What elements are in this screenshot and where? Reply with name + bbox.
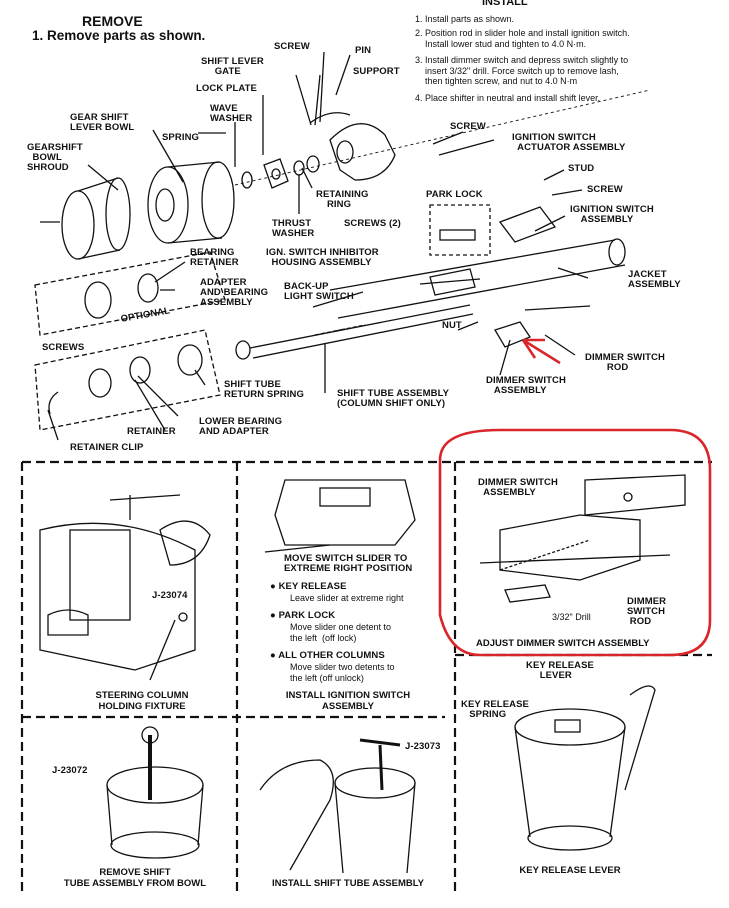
highlight-circle [438, 428, 712, 657]
dimmer-drill-label: 3/32" Drill [552, 612, 591, 622]
dimmer-rod-label: DIMMER SWITCH ROD [627, 596, 667, 627]
ignition-item-key-release-desc: Leave slider at extreme right [290, 593, 404, 603]
label-jacket-assembly: JACKET ASSEMBLY [628, 269, 681, 290]
ignition-slider-label: MOVE SWITCH SLIDER TO EXTREME RIGHT POSI… [284, 553, 413, 574]
ignition-item-park-lock-desc: Move slider one detent to the left (off … [290, 622, 392, 643]
label-pin: PIN [355, 45, 372, 56]
label-wave-washer: WAVE WASHER [210, 103, 253, 124]
install-step-1: 1. Install parts as shown. [415, 14, 515, 24]
ignition-item-park-lock-title: ● PARK LOCK [270, 610, 336, 621]
install-step-4: 4. Place shifter in neutral and install … [415, 93, 601, 103]
highlight-markup [438, 338, 712, 657]
label-dimmer-switch-rod: DIMMER SWITCH ROD [585, 352, 665, 373]
label-bearing-retainer: BEARING RETAINER [190, 247, 239, 268]
label-retainer: RETAINER [127, 426, 176, 437]
fixture-tool-label: J-23074 [152, 590, 188, 601]
fixture-caption: STEERING COLUMN HOLDING FIXTURE [95, 690, 189, 712]
label-park-lock: PARK LOCK [426, 189, 483, 200]
ignition-item-all-other-desc: Move slider two detents to the left (off… [290, 662, 395, 683]
remove-shift-art [106, 726, 204, 859]
ignition-item-key-release-title: ● KEY RELEASE [270, 581, 347, 592]
ignition-item-all-other-title: ● ALL OTHER COLUMNS [270, 650, 385, 661]
install-step-3: 3. Install dimmer switch and depress swi… [415, 55, 629, 86]
label-dimmer-switch-assembly: DIMMER SWITCH ASSEMBLY [486, 375, 566, 396]
install-step-2: 2. Position rod in slider hole and insta… [415, 28, 630, 49]
label-backup-light-switch: BACK-UP LIGHT SWITCH [284, 281, 354, 302]
dimmer-switch-art [479, 474, 686, 603]
label-lock-plate: LOCK PLATE [196, 83, 257, 94]
install-shift-tool-label: J-23073 [405, 741, 441, 752]
install-shift-caption: INSTALL SHIFT TUBE ASSEMBLY [271, 878, 424, 889]
ignition-caption: INSTALL IGNITION SWITCH ASSEMBLY [285, 690, 411, 712]
label-ignition-switch-actuator: IGNITION SWITCH ACTUATOR ASSEMBLY [512, 132, 626, 153]
shift-tube-art [235, 304, 474, 360]
ignition-switch-art [264, 479, 416, 553]
remove-shift-caption: REMOVE SHIFT TUBE ASSEMBLY FROM BOWL [63, 867, 207, 889]
label-nut: NUT [442, 320, 462, 331]
label-support: SUPPORT [353, 66, 400, 77]
label-gear-shift-lever-bowl: GEAR SHIFT LEVER BOWL [70, 112, 135, 133]
gear-shift-lever-bowl-art [147, 161, 235, 244]
key-release-spring-label: KEY RELEASE SPRING [461, 699, 529, 720]
key-release-art [514, 685, 656, 851]
label-screw-top: SCREW [274, 41, 310, 52]
remove-step: 1. Remove parts as shown. [32, 28, 206, 43]
label-retaining-ring: RETAINING RING [316, 189, 369, 210]
label-lower-bearing-adapter: LOWER BEARING AND ADAPTER [199, 416, 283, 437]
label-shift-tube-assembly: SHIFT TUBE ASSEMBLY (COLUMN SHIFT ONLY) [337, 388, 450, 409]
label-screw-mid: SCREW [450, 121, 486, 132]
label-retainer-clip: RETAINER CLIP [70, 442, 144, 453]
label-screw-right: SCREW [587, 184, 623, 195]
remove-shift-tool-label: J-23072 [52, 765, 88, 776]
key-release-lever-label: KEY RELEASE LEVER [526, 660, 594, 681]
dimmer-caption: ADJUST DIMMER SWITCH ASSEMBLY [476, 638, 650, 649]
label-shift-lever-gate: SHIFT LEVER GATE [201, 56, 264, 77]
key-release-caption: KEY RELEASE LEVER [519, 865, 621, 876]
install-shift-art [259, 738, 416, 874]
label-screws: SCREWS [42, 342, 85, 353]
label-thrust-washer: THRUST WASHER [272, 218, 315, 239]
holding-fixture-art [39, 494, 211, 681]
label-spring: SPRING [162, 132, 200, 143]
label-ignition-switch-assembly: IGNITION SWITCH ASSEMBLY [570, 204, 654, 225]
label-shift-tube-return-spring: SHIFT TUBE RETURN SPRING [224, 379, 304, 400]
gearshift-bowl-shroud-art [40, 177, 131, 260]
label-gearshift-bowl-shroud: GEARSHIFT BOWL SHROUD [27, 142, 83, 173]
label-ign-switch-inhibitor: IGN. SWITCH INHIBITOR HOUSING ASSEMBLY [266, 247, 379, 268]
remove-title: REMOVE [82, 13, 143, 29]
dimmer-assembly-label: DIMMER SWITCH ASSEMBLY [478, 477, 558, 498]
label-stud: STUD [568, 163, 595, 174]
label-screws-2: SCREWS (2) [344, 218, 401, 229]
label-adapter-bearing: ADAPTER AND BEARING ASSEMBLY [200, 277, 269, 308]
highlight-arrow [521, 338, 561, 365]
install-title: INSTALL [482, 0, 528, 8]
